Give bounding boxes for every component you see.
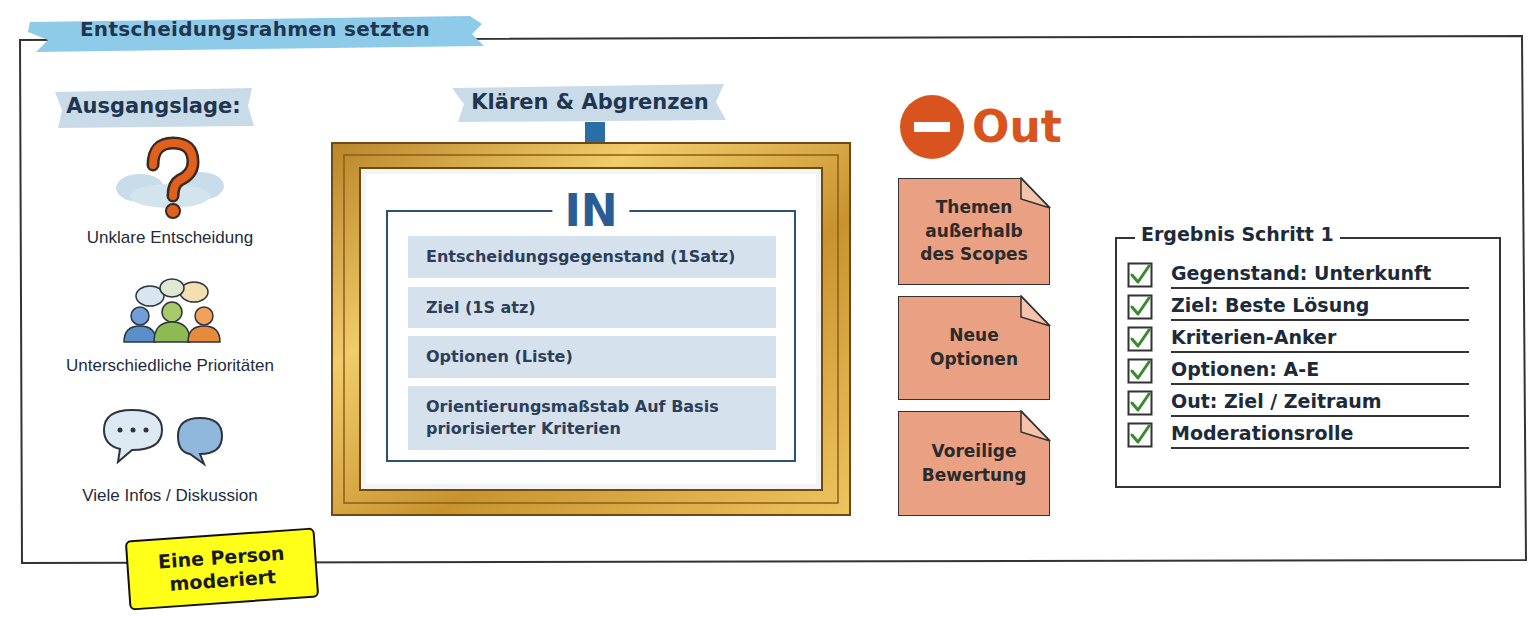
box-text: Out: Ziel / Zeitraum: [1171, 387, 1469, 417]
out-note: Voreilige Bewertung: [898, 411, 1050, 516]
minus-icon: [900, 95, 964, 159]
scope-row: Entscheidungsgegenstand (1Satz): [408, 236, 776, 278]
title-banner: [28, 16, 484, 52]
speech-icon: [104, 410, 222, 464]
checkbox: [1127, 390, 1153, 416]
box-text: Eine Person moderiert: [138, 540, 307, 597]
out-note: Themen außerhalb des Scopes: [898, 178, 1050, 285]
scope-row: Orientierungsmaßstab Auf Basis priorisie…: [408, 386, 776, 450]
box-text: Ziel: Beste Lösung: [1171, 291, 1469, 321]
icon-caption: Viele Infos / Diskussion: [45, 486, 295, 506]
diagram-title: Entscheidungsrahmen setzten: [40, 17, 470, 41]
scope-row: Ziel (1S atz): [408, 287, 776, 328]
picture-frame: [332, 143, 850, 515]
question-icon: [116, 143, 224, 218]
box-text: Moderationsrolle: [1171, 419, 1469, 449]
checklist-item: Out: Ziel / Zeitraum: [1127, 387, 1469, 419]
box-text: Optionen (Liste): [426, 346, 573, 368]
checkbox: [1127, 326, 1153, 352]
checklist-item: Kriterien-Anker: [1127, 323, 1469, 355]
outer-frame: [20, 36, 1526, 563]
icon-caption: Unterschiedliche Prioritäten: [40, 356, 300, 376]
checkbox: [1127, 294, 1153, 320]
box-text: Ziel (1S atz): [426, 297, 536, 319]
scope-row: Optionen (Liste): [408, 336, 776, 378]
box-heading: Ergebnis Schritt 1: [1135, 223, 1340, 245]
folded-corner: [1019, 295, 1051, 327]
checklist-item: Optionen: A-E: [1127, 355, 1469, 387]
icon-caption: Unklare Entscheidung: [45, 228, 295, 248]
label-banner: [452, 84, 726, 122]
box-text: Themen außerhalb des Scopes: [911, 196, 1037, 267]
box-text: Voreilige Bewertung: [911, 440, 1037, 488]
section-label: Klären & Abgrenzen: [455, 90, 725, 114]
checkbox: [1127, 358, 1153, 384]
folded-corner: [1019, 410, 1051, 442]
out-heading: Out: [972, 100, 1102, 154]
out-note: Neue Optionen: [898, 296, 1050, 400]
people-icon: [124, 279, 220, 342]
box-text: Orientierungsmaßstab Auf Basis priorisie…: [426, 396, 758, 439]
checkbox: [1127, 422, 1153, 448]
checklist-item: Gegenstand: Unterkunft: [1127, 259, 1469, 291]
label-banner: [55, 88, 254, 128]
scope-frame: INEntscheidungsgegenstand (1Satz)Ziel (1…: [386, 210, 796, 462]
folded-corner: [1019, 177, 1051, 209]
sticky-note: Eine Person moderiert: [125, 527, 319, 610]
box-text: Gegenstand: Unterkunft: [1171, 259, 1469, 289]
box-text: Kriterien-Anker: [1171, 323, 1469, 353]
checklist-item: Ziel: Beste Lösung: [1127, 291, 1469, 323]
checklist-item: Moderationsrolle: [1127, 419, 1469, 451]
box-heading: IN: [552, 186, 629, 236]
checkbox: [1127, 262, 1153, 288]
result-box: Ergebnis Schritt 1Gegenstand: Unterkunft…: [1115, 237, 1501, 488]
section-label: Ausgangslage:: [55, 94, 252, 118]
box-text: Optionen: A-E: [1171, 355, 1469, 385]
box-text: Neue Optionen: [911, 324, 1037, 372]
box-text: Entscheidungsgegenstand (1Satz): [426, 246, 735, 268]
